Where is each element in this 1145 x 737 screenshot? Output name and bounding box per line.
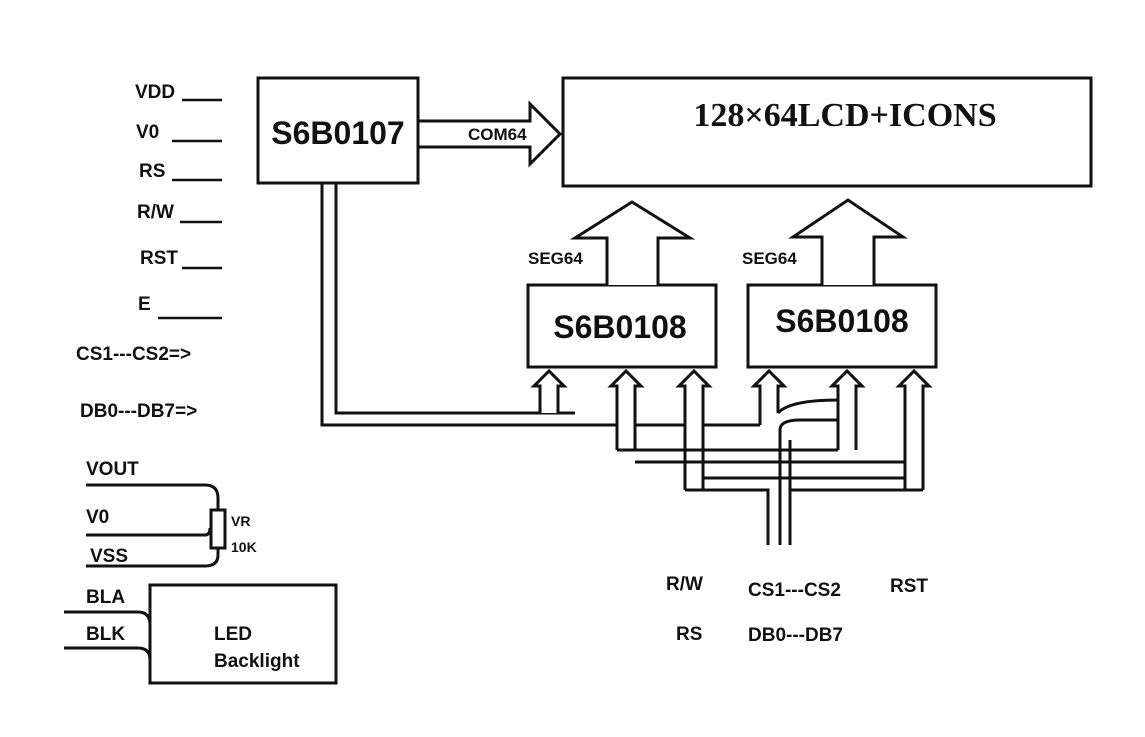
power-vr-label: VR bbox=[231, 513, 250, 529]
bottom-rst-label: RST bbox=[890, 576, 928, 597]
seg-label-right: SEG64 bbox=[742, 249, 797, 268]
seg-arrow-right: SEG64 bbox=[742, 198, 908, 285]
driver-input-lines bbox=[530, 368, 933, 545]
backlight-block: LED Backlight bbox=[148, 583, 338, 685]
controller-chip: S6B0107 bbox=[256, 76, 420, 185]
input-rst-label: RST bbox=[140, 248, 178, 269]
input-rs-label: RS bbox=[139, 161, 165, 182]
lcd-panel: 128×64LCD+ICONS bbox=[561, 76, 1093, 188]
controller-chip-label: S6B0107 bbox=[271, 115, 404, 151]
backlight-label-line2: Backlight bbox=[214, 651, 300, 672]
power-v0-label: V0 bbox=[86, 507, 109, 528]
backlight-label-line1: LED bbox=[214, 624, 252, 645]
power-blk-label: BLK bbox=[86, 624, 125, 645]
input-rw-label: R/W bbox=[137, 202, 174, 223]
bottom-cs-label: CS1---CS2 bbox=[748, 580, 841, 601]
power-vout-label: VOUT bbox=[86, 459, 139, 480]
power-bla-label: BLA bbox=[86, 587, 125, 608]
com-bus-label: COM64 bbox=[468, 125, 527, 144]
bottom-rw-label: R/W bbox=[666, 574, 703, 595]
power-vss-label: VSS bbox=[90, 546, 128, 567]
vr-resistor bbox=[209, 508, 227, 550]
driver-chip-left: S6B0108 bbox=[526, 283, 718, 369]
input-signals: VDD V0 RS R/W RST E CS1---CS2=> DB0---DB… bbox=[76, 82, 222, 422]
driver-chip-left-label: S6B0108 bbox=[553, 309, 686, 345]
input-e-label: E bbox=[138, 294, 151, 315]
seg-label-left: SEG64 bbox=[528, 249, 583, 268]
input-db-label: DB0---DB7=> bbox=[80, 401, 197, 422]
driver-chip-right-label: S6B0108 bbox=[775, 303, 908, 339]
input-v0-label: V0 bbox=[136, 122, 159, 143]
bottom-db-label: DB0---DB7 bbox=[748, 625, 843, 646]
seg-arrow-left: SEG64 bbox=[528, 200, 696, 285]
lcd-panel-label: 128×64LCD+ICONS bbox=[693, 97, 996, 134]
bottom-signals: R/W CS1---CS2 RST RS DB0---DB7 bbox=[666, 574, 928, 646]
input-cs-label: CS1---CS2=> bbox=[76, 344, 191, 365]
power-section: VOUT V0 VSS VR 10K BLA BLK bbox=[64, 459, 257, 661]
power-vr-value: 10K bbox=[231, 539, 257, 555]
input-vdd-label: VDD bbox=[135, 82, 175, 103]
bottom-rs-label: RS bbox=[676, 624, 702, 645]
com-bus-arrow: COM64 bbox=[416, 100, 563, 168]
driver-chip-right: S6B0108 bbox=[746, 283, 938, 369]
